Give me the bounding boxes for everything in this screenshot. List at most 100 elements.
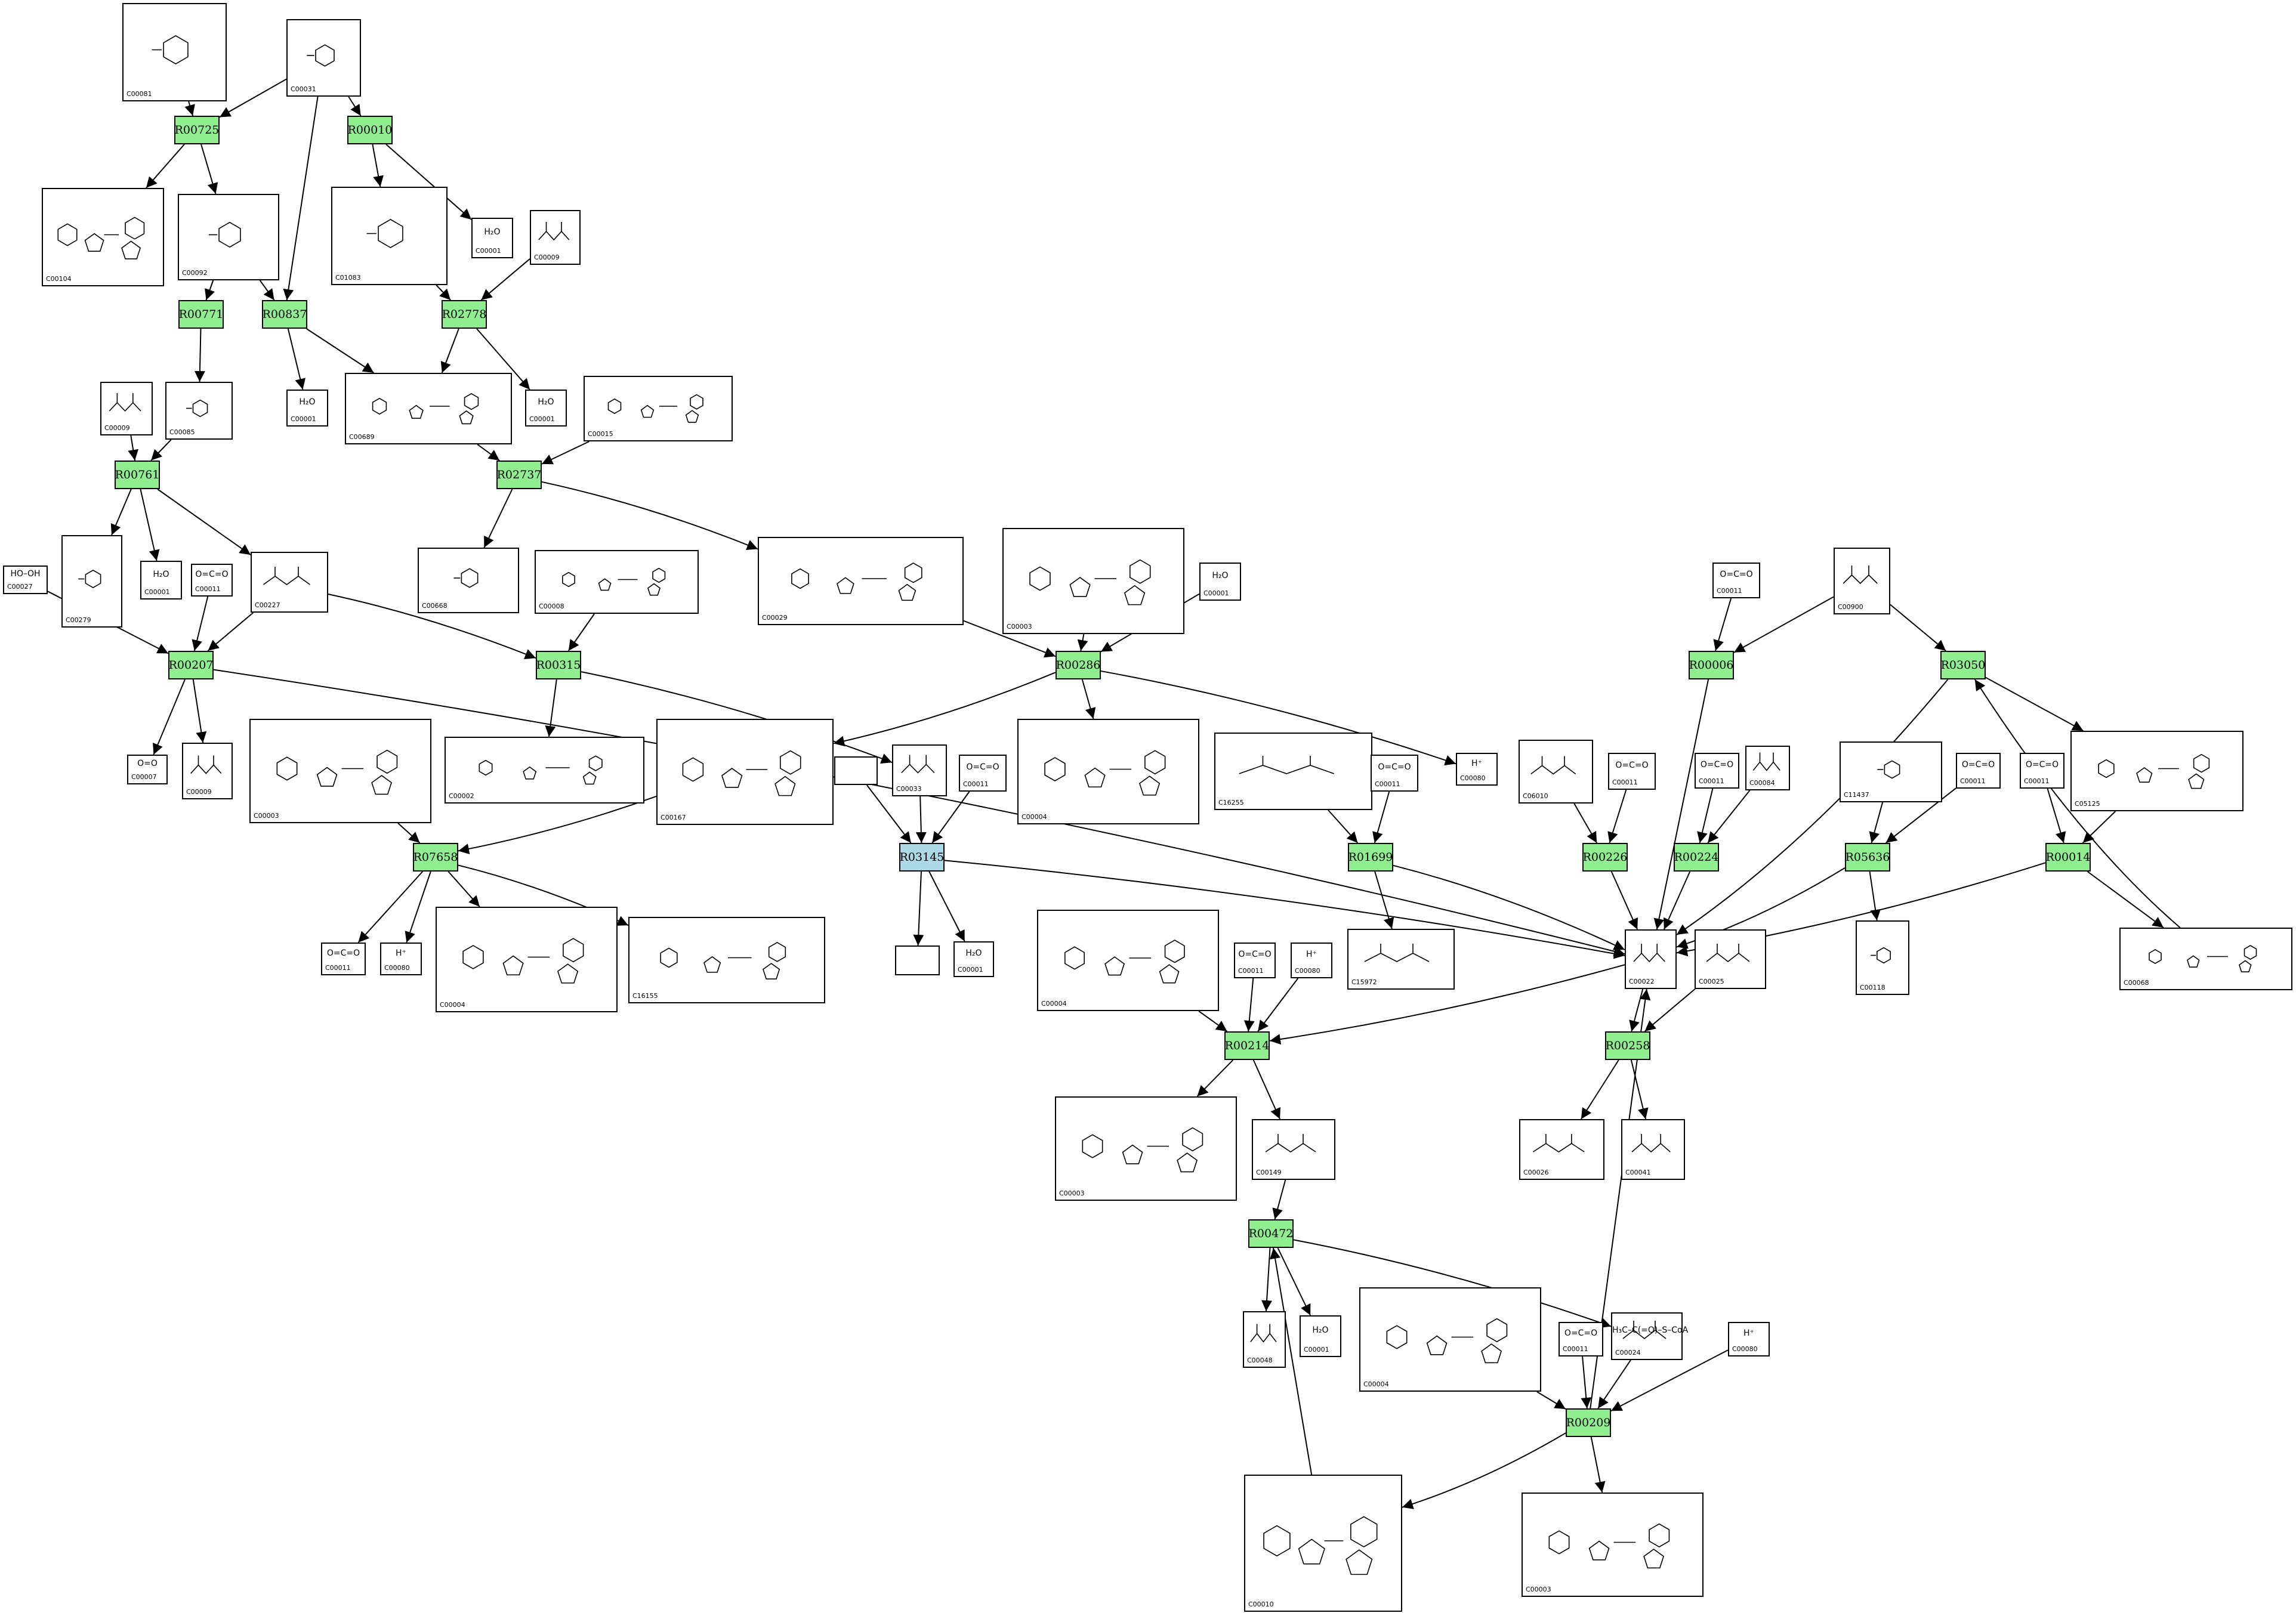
compound-node[interactable]: C00003: [1522, 1493, 1704, 1597]
reaction-node[interactable]: R00286: [1056, 651, 1101, 679]
compound-node[interactable]: C00167: [656, 719, 834, 825]
reaction-node[interactable]: R03050: [1940, 651, 1986, 679]
reaction-node[interactable]: R00761: [115, 461, 160, 489]
compound-node[interactable]: H⁺C00080: [1456, 753, 1498, 786]
compound-node[interactable]: [895, 945, 940, 975]
reaction-node[interactable]: R00010: [347, 116, 393, 144]
compound-node[interactable]: H⁺C00080: [1291, 943, 1332, 978]
reaction-node[interactable]: R00315: [536, 651, 581, 679]
compound-node[interactable]: C00003: [249, 719, 431, 823]
reaction-edge: [928, 871, 965, 942]
compound-node[interactable]: C00279: [61, 535, 122, 628]
reaction-node[interactable]: R00209: [1566, 1408, 1611, 1437]
compound-node[interactable]: H⁺C00080: [380, 943, 422, 975]
compound-node[interactable]: C00689: [345, 373, 512, 444]
compound-node[interactable]: C00668: [418, 548, 519, 613]
compound-node[interactable]: C00022: [1625, 929, 1677, 989]
reaction-node[interactable]: R00472: [1248, 1219, 1294, 1248]
reaction-node[interactable]: R00837: [262, 300, 307, 329]
compound-node[interactable]: C00010: [1244, 1475, 1402, 1612]
compound-node[interactable]: C06010: [1519, 740, 1593, 804]
reaction-node[interactable]: R00224: [1674, 843, 1719, 872]
compound-node[interactable]: C00104: [42, 188, 164, 286]
nucleotide-sugar-structure: [791, 563, 922, 601]
compound-node[interactable]: C00003: [1055, 1096, 1237, 1201]
compound-node[interactable]: C00029: [758, 537, 964, 625]
compound-node[interactable]: C00081: [122, 3, 227, 101]
reaction-node[interactable]: R00226: [1582, 843, 1628, 872]
compound-node[interactable]: C00118: [1856, 920, 1909, 995]
reaction-edge: [436, 285, 451, 301]
reaction-node[interactable]: R01699: [1348, 843, 1393, 872]
compound-node[interactable]: C00009: [100, 382, 153, 435]
compound-node[interactable]: C00003: [1002, 528, 1184, 634]
reaction-node[interactable]: R05636: [1845, 843, 1890, 872]
compound-node[interactable]: C11437: [1840, 741, 1942, 802]
compound-id: C00011: [1717, 587, 1742, 595]
compound-node[interactable]: C16255: [1214, 733, 1372, 810]
compound-node[interactable]: C00084: [1745, 746, 1790, 790]
compound-node[interactable]: C00004: [436, 907, 618, 1012]
compound-node[interactable]: C00025: [1695, 929, 1766, 989]
compound-node[interactable]: C16155: [628, 917, 825, 1003]
reaction-node[interactable]: R02737: [496, 461, 542, 489]
compound-node[interactable]: C00031: [286, 19, 361, 97]
reaction-node[interactable]: R00006: [1689, 651, 1734, 679]
compound-node[interactable]: C00002: [445, 737, 644, 804]
reaction-node[interactable]: R00258: [1605, 1031, 1650, 1060]
compound-node[interactable]: C00004: [1017, 719, 1199, 824]
compound-node[interactable]: C00004: [1037, 910, 1219, 1011]
compound-node[interactable]: C00026: [1519, 1119, 1604, 1180]
compound-node[interactable]: C00085: [165, 382, 233, 440]
compound-node[interactable]: C00048: [1243, 1311, 1286, 1368]
compound-formula: H₂O: [538, 397, 554, 407]
reaction-node[interactable]: R02778: [442, 300, 487, 329]
reaction-node[interactable]: R00771: [178, 300, 224, 329]
compound-node[interactable]: C00004: [1359, 1287, 1541, 1392]
reaction-node[interactable]: R00014: [2045, 843, 2091, 872]
compound-node[interactable]: C00900: [1834, 548, 1890, 614]
compound-node[interactable]: C00015: [584, 376, 733, 441]
compound-node[interactable]: C00009: [530, 210, 581, 265]
compound-node[interactable]: C00008: [535, 550, 699, 614]
compound-node[interactable]: C05125: [2070, 731, 2243, 811]
reaction-edge: [567, 613, 595, 651]
compound-node[interactable]: C00041: [1621, 1119, 1685, 1180]
compound-node[interactable]: C00092: [178, 194, 279, 280]
reaction-node[interactable]: R00725: [174, 116, 220, 144]
compound-node[interactable]: C01083: [331, 187, 448, 285]
reaction-node[interactable]: R00207: [168, 651, 214, 679]
compound-node[interactable]: [834, 756, 878, 785]
compound-node[interactable]: C00068: [2119, 928, 2292, 990]
compound-node[interactable]: C15972: [1347, 929, 1455, 990]
compound-node[interactable]: C00033: [892, 744, 947, 796]
compound-node[interactable]: C00009: [182, 743, 233, 799]
reaction-node[interactable]: R00214: [1224, 1031, 1270, 1060]
compound-node[interactable]: H⁺C00080: [1728, 1322, 1770, 1356]
compound-node[interactable]: C00149: [1252, 1119, 1335, 1180]
compound-node[interactable]: C00227: [251, 552, 328, 613]
reaction-node-highlighted[interactable]: R03145: [899, 843, 945, 872]
reaction-node[interactable]: R07658: [413, 843, 458, 872]
